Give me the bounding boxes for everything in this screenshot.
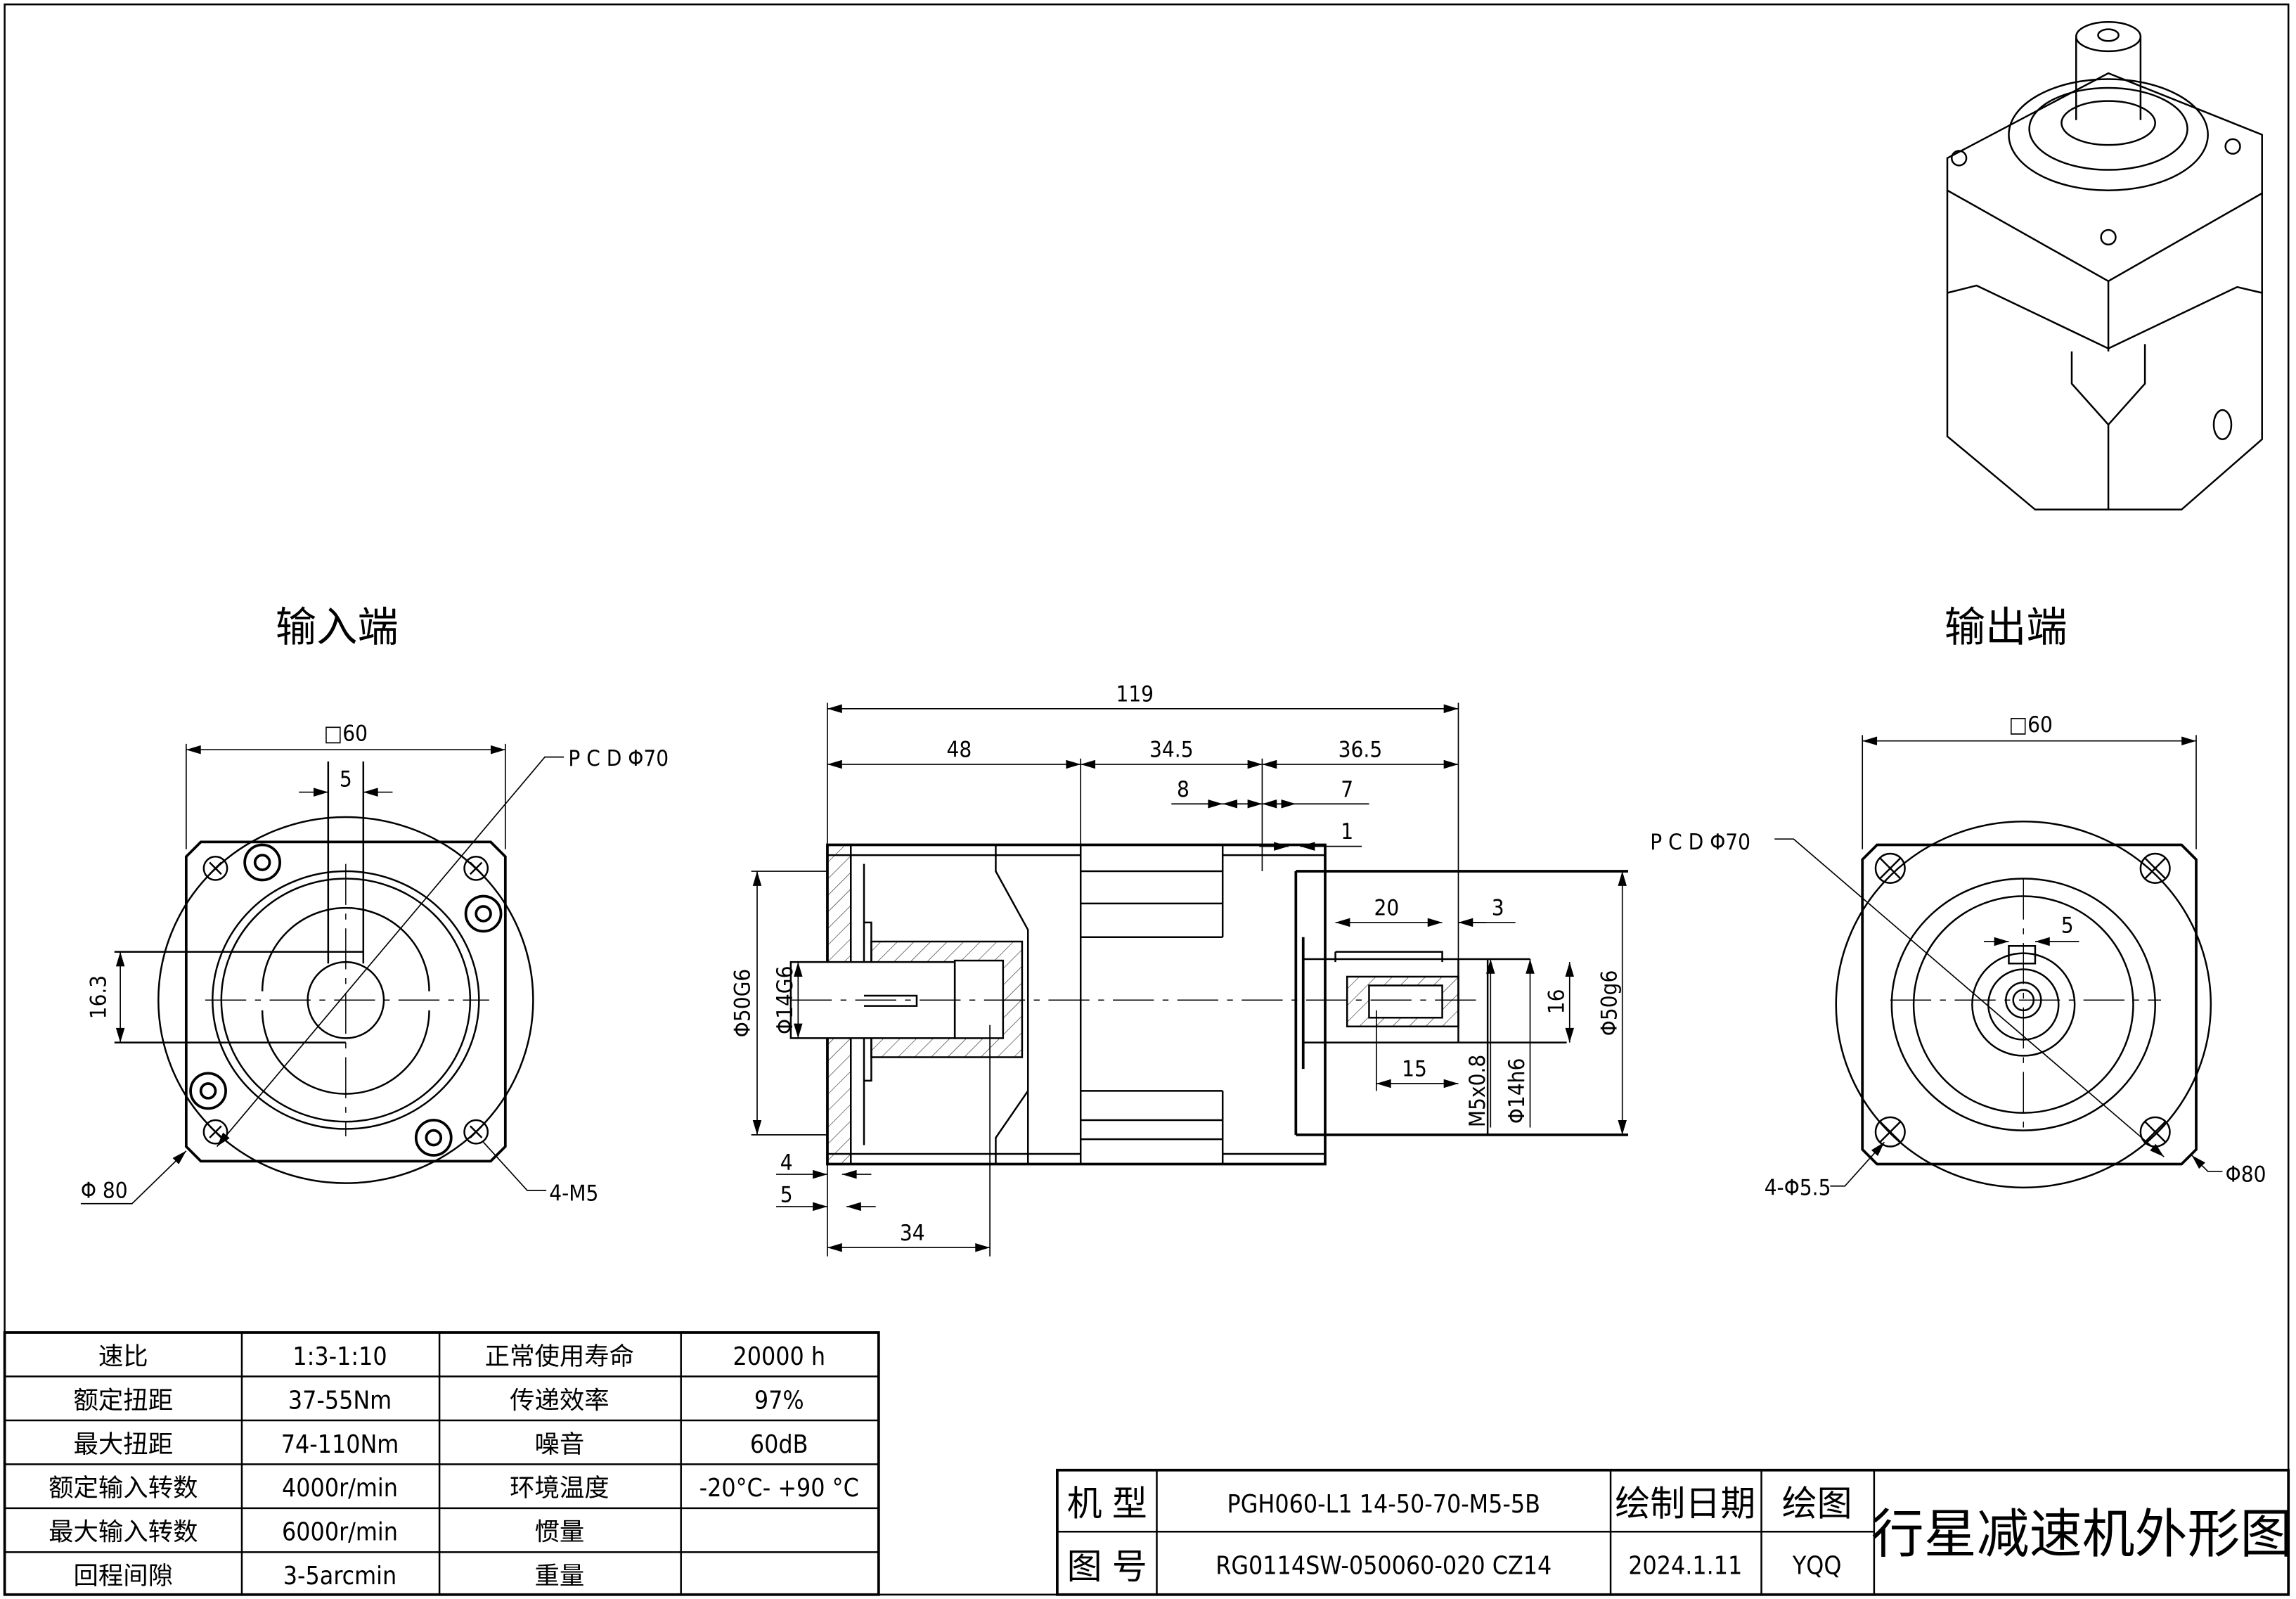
svg-text:最大扭距: 最大扭距 — [74, 1430, 174, 1459]
output-view-title: 输出端 — [1944, 603, 2068, 651]
svg-text:惯量: 惯量 — [534, 1518, 584, 1547]
label-pcd-out: P C D Φ70 — [1650, 830, 1750, 855]
model-label: 机 型 — [1067, 1483, 1147, 1524]
isometric-view — [1946, 20, 2263, 510]
label-circle: Φ 80 — [81, 1178, 128, 1203]
dim-7: 7 — [1341, 777, 1353, 802]
svg-text:3-5arcmin: 3-5arcmin — [283, 1562, 396, 1591]
dim-key-off: 3 — [1492, 896, 1504, 921]
svg-text:-20°C- +90 °C: -20°C- +90 °C — [699, 1474, 859, 1503]
dim-square-out: □60 — [2009, 712, 2053, 738]
label-holes: 4-Φ5.5 — [1765, 1175, 1831, 1200]
mounting-hole-icon — [1874, 852, 2171, 1148]
svg-text:6000r/min: 6000r/min — [282, 1518, 398, 1547]
dim-overall: 119 — [1116, 681, 1154, 707]
dim-key-len: 20 — [1374, 896, 1400, 921]
spec-row: 额定扭距 37-55Nm 传递效率 97% — [74, 1386, 804, 1415]
input-view-title: 输入端 — [276, 603, 399, 651]
dim-height: 16.3 — [86, 975, 111, 1020]
output-side-view: 输出端 □60 5 P C D Φ70 4-Φ5.5 Φ80 — [1650, 603, 2266, 1200]
spec-row: 回程间隙 3-5arcmin 重量 — [74, 1562, 585, 1591]
dim-1: 1 — [1341, 819, 1353, 845]
socket-screw-icon — [189, 843, 503, 1157]
label-pcd: P C D Φ70 — [568, 746, 669, 771]
svg-text:97%: 97% — [754, 1386, 804, 1415]
dim-34-5: 34.5 — [1149, 738, 1194, 763]
svg-text:4000r/min: 4000r/min — [282, 1474, 398, 1503]
section-view: 119 48 34.5 36.5 8 7 1 Φ50G6 Φ14G6 20 3 … — [730, 681, 1629, 1257]
dim-thread-depth: 15 — [1402, 1057, 1427, 1082]
dim-4: 4 — [780, 1150, 793, 1176]
spec-row: 额定输入转数 4000r/min 环境温度 -20°C- +90 °C — [49, 1474, 859, 1503]
title-block: 机 型 PGH060-L1 14-50-70-M5-5B 图 号 RG0114S… — [1056, 1468, 2293, 1596]
svg-text:回程间隙: 回程间隙 — [74, 1562, 174, 1591]
dim-key-height: 16 — [1544, 989, 1569, 1015]
svg-text:60dB: 60dB — [750, 1430, 808, 1459]
spec-row: 最大扭距 74-110Nm 噪音 60dB — [74, 1430, 808, 1459]
dim-bore-in: Φ14G6 — [773, 966, 798, 1034]
date-label: 绘制日期 — [1615, 1483, 1755, 1524]
dim-36-5: 36.5 — [1339, 738, 1383, 763]
dim-keyway-out: 5 — [2061, 913, 2074, 939]
label-threads: 4-M5 — [549, 1181, 598, 1207]
svg-text:1:3-1:10: 1:3-1:10 — [292, 1342, 387, 1371]
drawer-label: 绘图 — [1782, 1483, 1852, 1524]
dim-shaft: Φ14h6 — [1504, 1058, 1530, 1124]
dim-thread: M5x0.8 — [1465, 1055, 1490, 1127]
drawing-title: 行星减速机外形图 — [1871, 1503, 2293, 1565]
spec-table: 速比 1:3-1:10 正常使用寿命 20000 h 额定扭距 37-55Nm 传递效率 9… — [3, 1331, 880, 1596]
dim-5: 5 — [780, 1183, 793, 1208]
svg-text:74-110Nm: 74-110Nm — [281, 1430, 399, 1459]
date-value: 2024.1.11 — [1628, 1552, 1742, 1581]
drawer-value: YQQ — [1792, 1552, 1842, 1581]
spec-row: 最大输入转数 6000r/min 惯量 — [49, 1518, 584, 1547]
dim-pilot-in: Φ50G6 — [730, 969, 756, 1037]
svg-text:重量: 重量 — [534, 1562, 584, 1591]
dim-keyway: 5 — [340, 766, 352, 792]
bolt-hole-icon — [202, 855, 489, 1145]
drawing-no-label: 图 号 — [1067, 1546, 1147, 1587]
spec-row: 速比 1:3-1:10 正常使用寿命 20000 h — [98, 1342, 825, 1371]
drawing-no-value: RG0114SW-050060-020 CZ14 — [1215, 1552, 1552, 1581]
svg-text:环境温度: 环境温度 — [510, 1474, 610, 1503]
svg-text:噪音: 噪音 — [534, 1430, 584, 1459]
svg-text:额定输入转数: 额定输入转数 — [49, 1474, 198, 1503]
svg-text:传递效率: 传递效率 — [510, 1386, 610, 1415]
label-circle-out: Φ80 — [2226, 1162, 2266, 1188]
dim-pilot-out: Φ50g6 — [1597, 970, 1622, 1036]
svg-text:最大输入转数: 最大输入转数 — [49, 1518, 198, 1547]
svg-text:20000 h: 20000 h — [733, 1342, 825, 1371]
svg-text:37-55Nm: 37-55Nm — [288, 1386, 392, 1415]
model-value: PGH060-L1 14-50-70-M5-5B — [1227, 1490, 1540, 1519]
svg-text:额定扭距: 额定扭距 — [74, 1386, 174, 1415]
svg-text:正常使用寿命: 正常使用寿命 — [485, 1342, 634, 1371]
dim-48: 48 — [947, 738, 972, 763]
dim-square: □60 — [324, 721, 368, 747]
svg-text:速比: 速比 — [98, 1342, 148, 1371]
input-side-view: 输入端 □60 5 16.3 P C D Φ70 Φ 80 4-M5 — [81, 603, 669, 1206]
dim-8: 8 — [1177, 777, 1189, 802]
dim-34: 34 — [900, 1221, 925, 1246]
